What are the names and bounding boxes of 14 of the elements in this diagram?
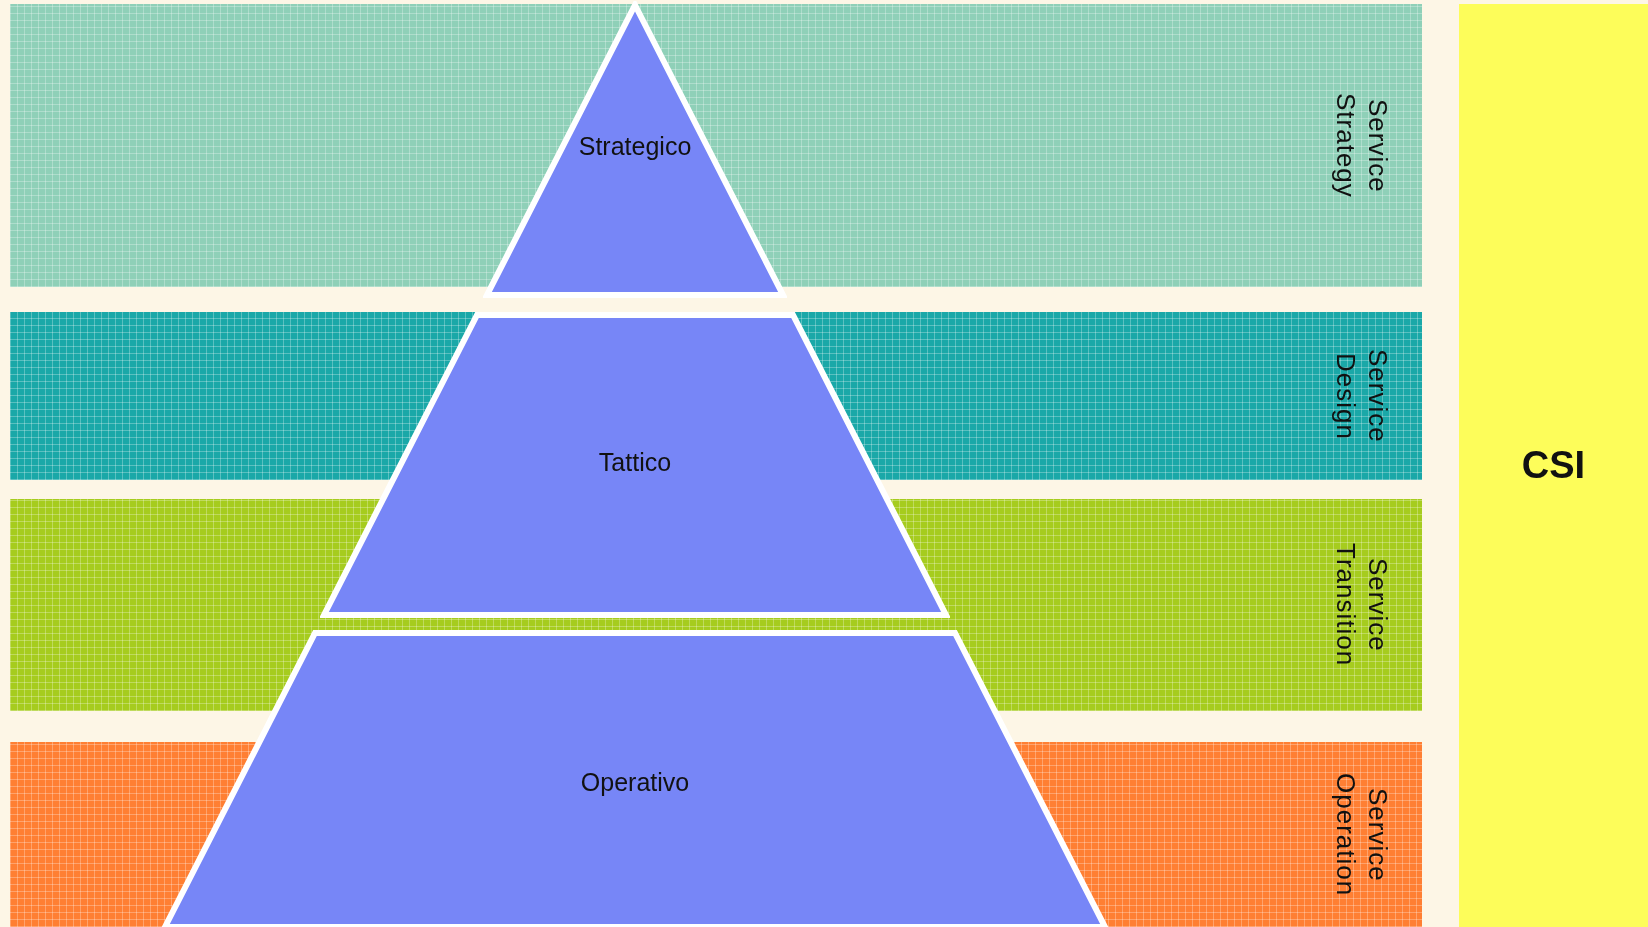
pyramid-tier	[483, 1, 787, 299]
bar-label: CSI	[1520, 443, 1587, 488]
tier-label: Strategico	[577, 132, 693, 161]
band	[10, 4, 1422, 287]
band-label: Service Design	[1330, 348, 1394, 445]
tier-label: Operativo	[579, 768, 691, 797]
pyramid-tier	[161, 629, 1109, 927]
band-label: Service Operation	[1330, 771, 1394, 899]
band-label: Service Strategy	[1330, 92, 1394, 200]
band	[1108, 742, 1422, 927]
pyramid-tier	[320, 311, 950, 619]
side-bar	[1459, 4, 1648, 927]
band-label: Service Transition	[1330, 542, 1394, 669]
tier-label: Tattico	[597, 448, 673, 477]
